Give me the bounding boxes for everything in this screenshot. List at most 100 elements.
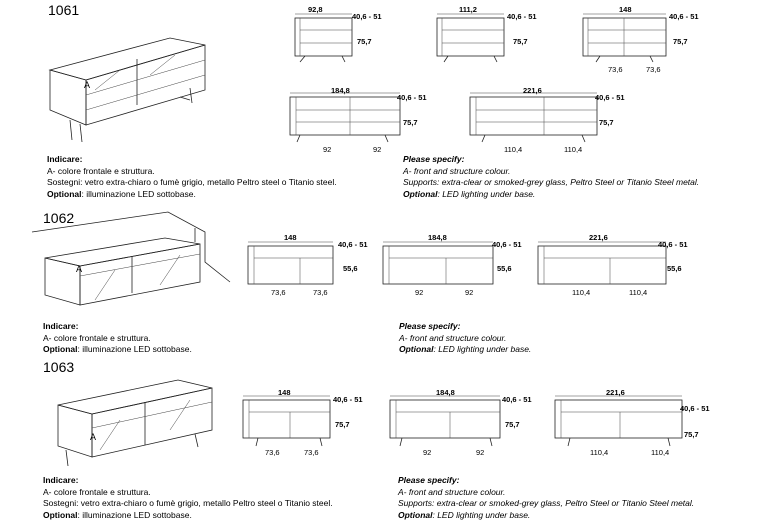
sub-1061-3a: 73,6 [608,65,623,74]
sub-1063-1b: 73,6 [304,448,319,457]
front-1061-c [582,13,667,63]
front-1062-c [537,241,667,285]
notes-en-1063: Please specify: A- front and structure c… [398,475,748,521]
sub-1062-1b: 73,6 [313,288,328,297]
width-1063-1: 148 [278,388,291,397]
notes-en-title: Please specify: [403,154,465,164]
depth-1061-2: 40,6 - 51 [507,12,537,21]
height-1063-3: 75,7 [684,430,699,439]
depth-1063-2: 40,6 - 51 [502,395,532,404]
notes-it-opt-label: Optional [43,509,78,520]
section-code-1062: 1062 [43,210,75,226]
sub-1063-3a: 110,4 [590,448,609,457]
depth-1063-1: 40,6 - 51 [333,395,363,404]
sub-1061-4b: 92 [373,145,382,154]
notes-it-line1: A- colore frontale e struttura. [47,165,155,176]
height-1061-1: 75,7 [357,37,372,46]
width-1061-2: 111,2 [459,5,477,14]
notes-en-line2: Supports: extra-clear or smoked-grey gla… [403,177,700,187]
depth-1061-4: 40,6 - 51 [397,93,427,102]
notes-en-opt-text: : LED lighting under base. [437,188,536,199]
notes-it-opt-text: : illuminazione LED sottobase. [77,509,192,520]
notes-it-line2: Sostegni: vetro extra-chiaro o fumè grig… [43,498,333,508]
marker-a-1061: A [84,80,91,90]
depth-1062-3: 40,6 - 51 [658,240,688,249]
width-1061-5: 221,6 [523,86,542,95]
notes-it-title: Indicare: [43,475,79,485]
notes-it-opt-text: : illuminazione LED sottobase. [77,344,192,354]
notes-en-opt-text: : LED lighting under base. [432,509,531,520]
notes-en-title: Please specify: [398,475,460,485]
notes-it-line1: A- colore frontale e struttura. [43,486,151,497]
marker-a-1063: A [90,432,97,442]
sub-1061-4a: 92 [323,145,332,154]
sub-1063-2a: 92 [423,448,432,457]
width-1063-3: 221,6 [606,388,625,397]
height-1061-4: 75,7 [403,118,418,127]
notes-it-1063: Indicare: A- colore frontale e struttura… [43,475,388,521]
section-code-1063: 1063 [43,359,75,375]
sub-1062-1a: 73,6 [271,288,286,297]
sub-1062-3b: 110,4 [629,288,648,297]
depth-1061-1: 40,6 - 51 [352,12,382,21]
notes-it-opt-text: : illuminazione LED sottobase. [81,188,196,199]
width-1061-3: 148 [619,5,632,14]
sub-1061-5a: 110,4 [504,145,523,154]
notes-en-line1: A- front and structure colour. [403,165,511,176]
notes-en-title: Please specify: [399,321,461,331]
depth-1061-3: 40,6 - 51 [669,12,699,21]
notes-it-line2: Sostegni: vetro extra-chiaro o fumè grig… [47,177,337,187]
notes-en-opt-label: Optional [399,344,434,354]
sub-1062-2b: 92 [465,288,474,297]
front-1063-c [554,395,683,447]
width-1062-2: 184,8 [428,233,447,242]
notes-en-opt-text: : LED lighting under base. [433,344,532,354]
width-1061-4: 184,8 [331,86,350,95]
height-1063-2: 75,7 [505,420,520,429]
perspective-1061 [48,37,206,143]
height-1063-1: 75,7 [335,420,350,429]
height-1062-1: 55,6 [343,264,358,273]
height-1061-5: 75,7 [599,118,614,127]
notes-it-1061: Indicare: A- colore frontale e struttura… [47,154,387,200]
sub-1062-2a: 92 [415,288,424,297]
notes-it-title: Indicare: [47,154,83,164]
notes-it-opt-label: Optional [47,188,82,199]
notes-it-line1: A- colore frontale e struttura. [43,332,151,343]
notes-en-1062: Please specify: A- front and structure c… [399,321,739,356]
front-1061-e [469,92,598,143]
sub-1061-3b: 73,6 [646,65,661,74]
notes-en-line2: Supports: extra-clear or smoked-grey gla… [398,498,695,508]
notes-it-1062: Indicare: A- colore frontale e struttura… [43,321,383,356]
sub-1062-3a: 110,4 [572,288,591,297]
height-1061-3: 75,7 [673,37,688,46]
notes-en-opt-label: Optional [403,188,438,199]
sub-1061-5b: 110,4 [564,145,583,154]
notes-it-title: Indicare: [43,321,79,331]
height-1062-2: 55,6 [497,264,512,273]
height-1062-3: 55,6 [667,264,682,273]
depth-1062-2: 40,6 - 51 [492,240,522,249]
front-1063-b [389,395,501,447]
perspective-1062 [31,211,231,306]
width-1063-2: 184,8 [436,388,455,397]
marker-a-1062: A [76,264,83,274]
width-1061-1: 92,8 [308,5,323,14]
sub-1063-2b: 92 [476,448,485,457]
front-1061-b [436,13,505,63]
front-1062-a [247,241,334,285]
front-1062-b [382,241,494,285]
sub-1063-3b: 110,4 [651,448,670,457]
sub-1063-1a: 73,6 [265,448,280,457]
width-1062-3: 221,6 [589,233,608,242]
perspective-1063 [57,379,213,467]
depth-1061-5: 40,6 - 51 [595,93,625,102]
notes-en-line1: A- front and structure colour. [398,486,506,497]
front-1061-a [294,13,353,63]
depth-1062-1: 40,6 - 51 [338,240,368,249]
section-code-1061: 1061 [48,2,80,18]
notes-en-opt-label: Optional [398,509,433,520]
front-1063-a [242,395,331,447]
width-1062-1: 148 [284,233,297,242]
